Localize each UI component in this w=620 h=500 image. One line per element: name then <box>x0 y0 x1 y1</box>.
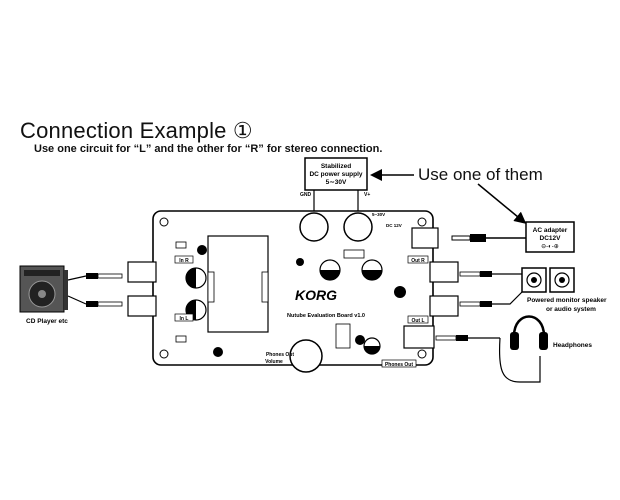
polarity-symbol: ⊖-◐-⊕ <box>541 244 559 250</box>
phones-out-label: Phones Out <box>385 362 413 368</box>
power-supply-line1: Stabilized <box>321 163 351 170</box>
phones-volume-label-1: Phones Out <box>266 352 294 358</box>
input-jack-l <box>127 295 157 317</box>
power-supply-box: Stabilized DC power supply 5∼30V GND V+ <box>300 157 370 211</box>
volume-knob <box>289 339 323 373</box>
ac-adapter-line1: AC adapter <box>533 227 568 234</box>
dc-12v-label: DC 12V <box>386 223 402 228</box>
in-r-label: In R <box>179 258 189 264</box>
board-name: Nutube Evaluation Board v1.0 <box>287 313 365 319</box>
cd-player-label: CD Player etc <box>26 318 68 325</box>
power-supply-line3: 5∼30V <box>326 179 347 186</box>
monitor-label-2: or audio system <box>546 306 596 313</box>
headphones-label: Headphones <box>553 342 592 349</box>
vplus-label: V+ <box>364 192 370 198</box>
callout-arrow-down <box>477 183 527 224</box>
output-jack-l <box>429 295 459 317</box>
dc-plug <box>470 234 486 242</box>
subtitle: Use one circuit for “L” and the other fo… <box>34 143 383 155</box>
out-r-label: Out R <box>411 258 425 264</box>
page-title: Connection Example ① <box>20 118 253 143</box>
evaluation-board: DC 12V 5~30V <box>127 210 459 373</box>
monitor-label-1: Powered monitor speaker <box>527 297 607 304</box>
monitor-speakers <box>521 267 575 293</box>
phones-volume-label-2: Volume <box>265 359 283 365</box>
in-l-label: In L <box>180 316 189 322</box>
power-supply-line2: DC power supply <box>309 171 362 178</box>
gnd-label: GND <box>300 192 312 198</box>
ac-adapter-line2: DC12V <box>540 235 562 242</box>
output-jack-r <box>429 261 459 283</box>
headphones <box>510 315 548 350</box>
vin-range-label: 5~30V <box>372 212 385 217</box>
phones-jack <box>403 325 435 349</box>
ac-adapter-box: AC adapter DC12V ⊖-◐-⊕ <box>525 221 575 253</box>
input-jack-r <box>127 261 157 283</box>
use-one-callout: Use one of them <box>418 165 543 184</box>
out-l-label: Out L <box>411 318 424 324</box>
korg-logo: KORG <box>295 287 337 303</box>
cd-player <box>19 265 68 313</box>
